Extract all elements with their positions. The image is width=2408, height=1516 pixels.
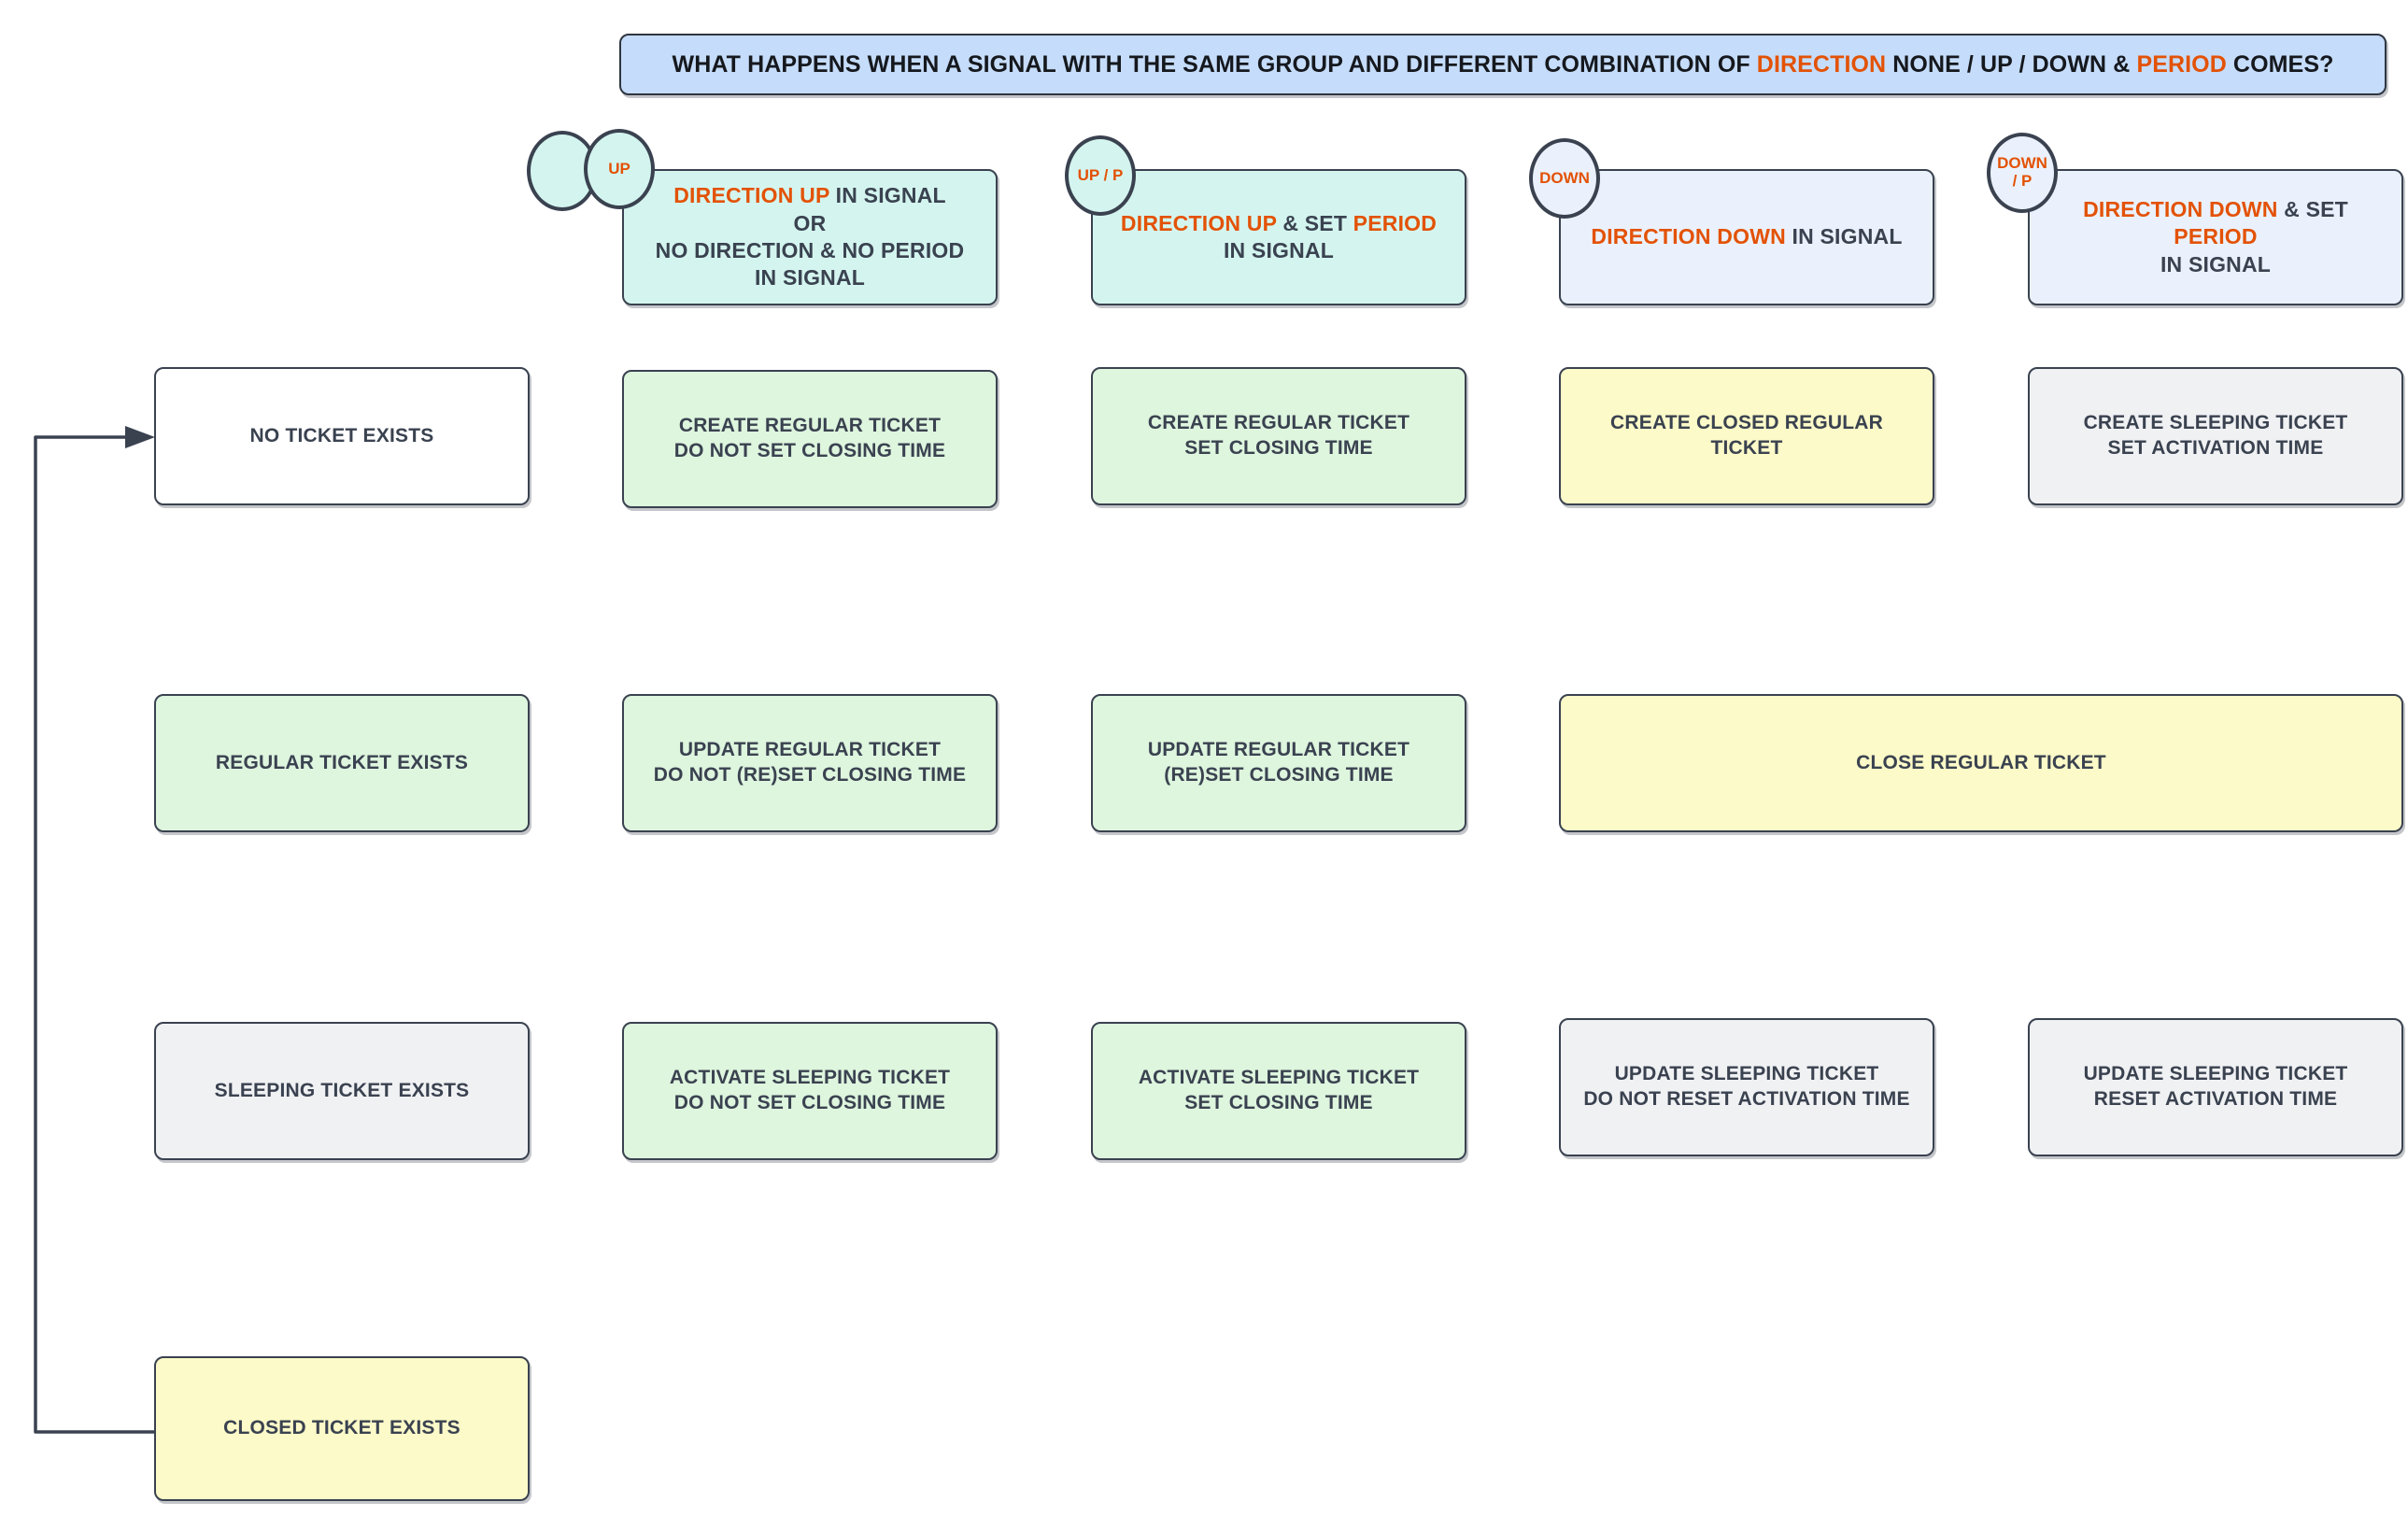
column-header-up-period: DIRECTION UP & SET PERIOD IN SIGNAL <box>1091 169 1466 305</box>
cell-r2-c1-text: ACTIVATE SLEEPING TICKET SET CLOSING TIM… <box>1138 1067 1420 1113</box>
cell-r0-c1[interactable]: CREATE REGULAR TICKET SET CLOSING TIME <box>1091 367 1466 505</box>
cell-r2-c0[interactable]: ACTIVATE SLEEPING TICKET DO NOT SET CLOS… <box>622 1022 998 1160</box>
state-regular-ticket-exists[interactable]: REGULAR TICKET EXISTS <box>154 694 530 832</box>
state-regular-ticket-exists-label: REGULAR TICKET EXISTS <box>215 751 469 773</box>
cell-r0-c3[interactable]: CREATE SLEEPING TICKET SET ACTIVATION TI… <box>2028 367 2403 505</box>
column-badge-up[interactable]: UP <box>584 129 655 209</box>
cell-r2-c0-text: ACTIVATE SLEEPING TICKET DO NOT SET CLOS… <box>669 1067 951 1113</box>
column-header-up-period-text: DIRECTION UP & SET PERIOD IN SIGNAL <box>1120 210 1438 262</box>
state-no-ticket-exists-label: NO TICKET EXISTS <box>249 424 434 446</box>
cell-r1-c0-text: UPDATE REGULAR TICKET DO NOT (RE)SET CLO… <box>653 739 967 786</box>
cell-r0-c0[interactable]: CREATE REGULAR TICKET DO NOT SET CLOSING… <box>622 370 998 508</box>
cell-r0-c1-text: CREATE REGULAR TICKET SET CLOSING TIME <box>1147 412 1410 459</box>
cell-r1-c0[interactable]: UPDATE REGULAR TICKET DO NOT (RE)SET CLO… <box>622 694 998 832</box>
column-header-down: DIRECTION DOWN IN SIGNAL <box>1559 169 1934 305</box>
cell-r1-c1-text: UPDATE REGULAR TICKET (RE)SET CLOSING TI… <box>1147 739 1410 786</box>
title-mid: NONE / UP / DOWN & <box>1886 51 2137 78</box>
state-closed-ticket-exists-label: CLOSED TICKET EXISTS <box>223 1417 460 1439</box>
column-badge-down-label: DOWN <box>1539 168 1590 187</box>
column-badge-up-p[interactable]: UP / P <box>1065 135 1136 216</box>
title-highlight-period: PERIOD <box>2136 51 2227 78</box>
column-badge-down-p[interactable]: DOWN/ P <box>1987 133 2058 213</box>
column-badge-up-label: UP <box>608 159 630 177</box>
state-sleeping-ticket-exists-label: SLEEPING TICKET EXISTS <box>214 1079 470 1101</box>
page-title-text: WHAT HAPPENS WHEN A SIGNAL WITH THE SAME… <box>663 50 2344 79</box>
column-header-down-text: DIRECTION DOWN IN SIGNAL <box>1591 224 1903 249</box>
cell-r0-c2-text: CREATE CLOSED REGULAR TICKET <box>1610 412 1883 459</box>
column-badge-down[interactable]: DOWN <box>1529 138 1600 219</box>
cell-r1-c1[interactable]: UPDATE REGULAR TICKET (RE)SET CLOSING TI… <box>1091 694 1466 832</box>
cell-r2-c2-text: UPDATE SLEEPING TICKET DO NOT RESET ACTI… <box>1583 1063 1910 1110</box>
cell-r0-c3-text: CREATE SLEEPING TICKET SET ACTIVATION TI… <box>2083 412 2348 459</box>
state-closed-ticket-exists[interactable]: CLOSED TICKET EXISTS <box>154 1356 530 1501</box>
column-badge-down-p-label: DOWN/ P <box>1997 154 2047 190</box>
cell-r2-c2[interactable]: UPDATE SLEEPING TICKET DO NOT RESET ACTI… <box>1559 1018 1934 1156</box>
title-highlight-direction: DIRECTION <box>1756 51 1887 78</box>
column-header-up-text: DIRECTION UP IN SIGNAL OR NO DIRECTION &… <box>655 183 965 290</box>
page-title: WHAT HAPPENS WHEN A SIGNAL WITH THE SAME… <box>619 34 2387 95</box>
cell-r1-c2-text: CLOSE REGULAR TICKET <box>1856 751 2106 773</box>
column-header-down-period: DIRECTION DOWN & SET PERIOD IN SIGNAL <box>2028 169 2403 305</box>
cell-r0-c2[interactable]: CREATE CLOSED REGULAR TICKET <box>1559 367 1934 505</box>
title-suffix: COMES? <box>2226 51 2334 78</box>
cell-r2-c3[interactable]: UPDATE SLEEPING TICKET RESET ACTIVATION … <box>2028 1018 2403 1156</box>
column-header-down-period-text: DIRECTION DOWN & SET PERIOD IN SIGNAL <box>2083 196 2348 276</box>
column-header-up: DIRECTION UP IN SIGNAL OR NO DIRECTION &… <box>622 169 998 305</box>
column-badge-up-p-label: UP / P <box>1077 165 1124 184</box>
state-no-ticket-exists[interactable]: NO TICKET EXISTS <box>154 367 530 505</box>
cell-r2-c1[interactable]: ACTIVATE SLEEPING TICKET SET CLOSING TIM… <box>1091 1022 1466 1160</box>
cell-r2-c3-text: UPDATE SLEEPING TICKET RESET ACTIVATION … <box>2083 1063 2348 1110</box>
title-prefix: WHAT HAPPENS WHEN A SIGNAL WITH THE SAME… <box>672 51 1757 78</box>
state-sleeping-ticket-exists[interactable]: SLEEPING TICKET EXISTS <box>154 1022 530 1160</box>
cell-r0-c0-text: CREATE REGULAR TICKET DO NOT SET CLOSING… <box>673 415 946 461</box>
cell-r1-c2-span[interactable]: CLOSE REGULAR TICKET <box>1559 694 2403 832</box>
